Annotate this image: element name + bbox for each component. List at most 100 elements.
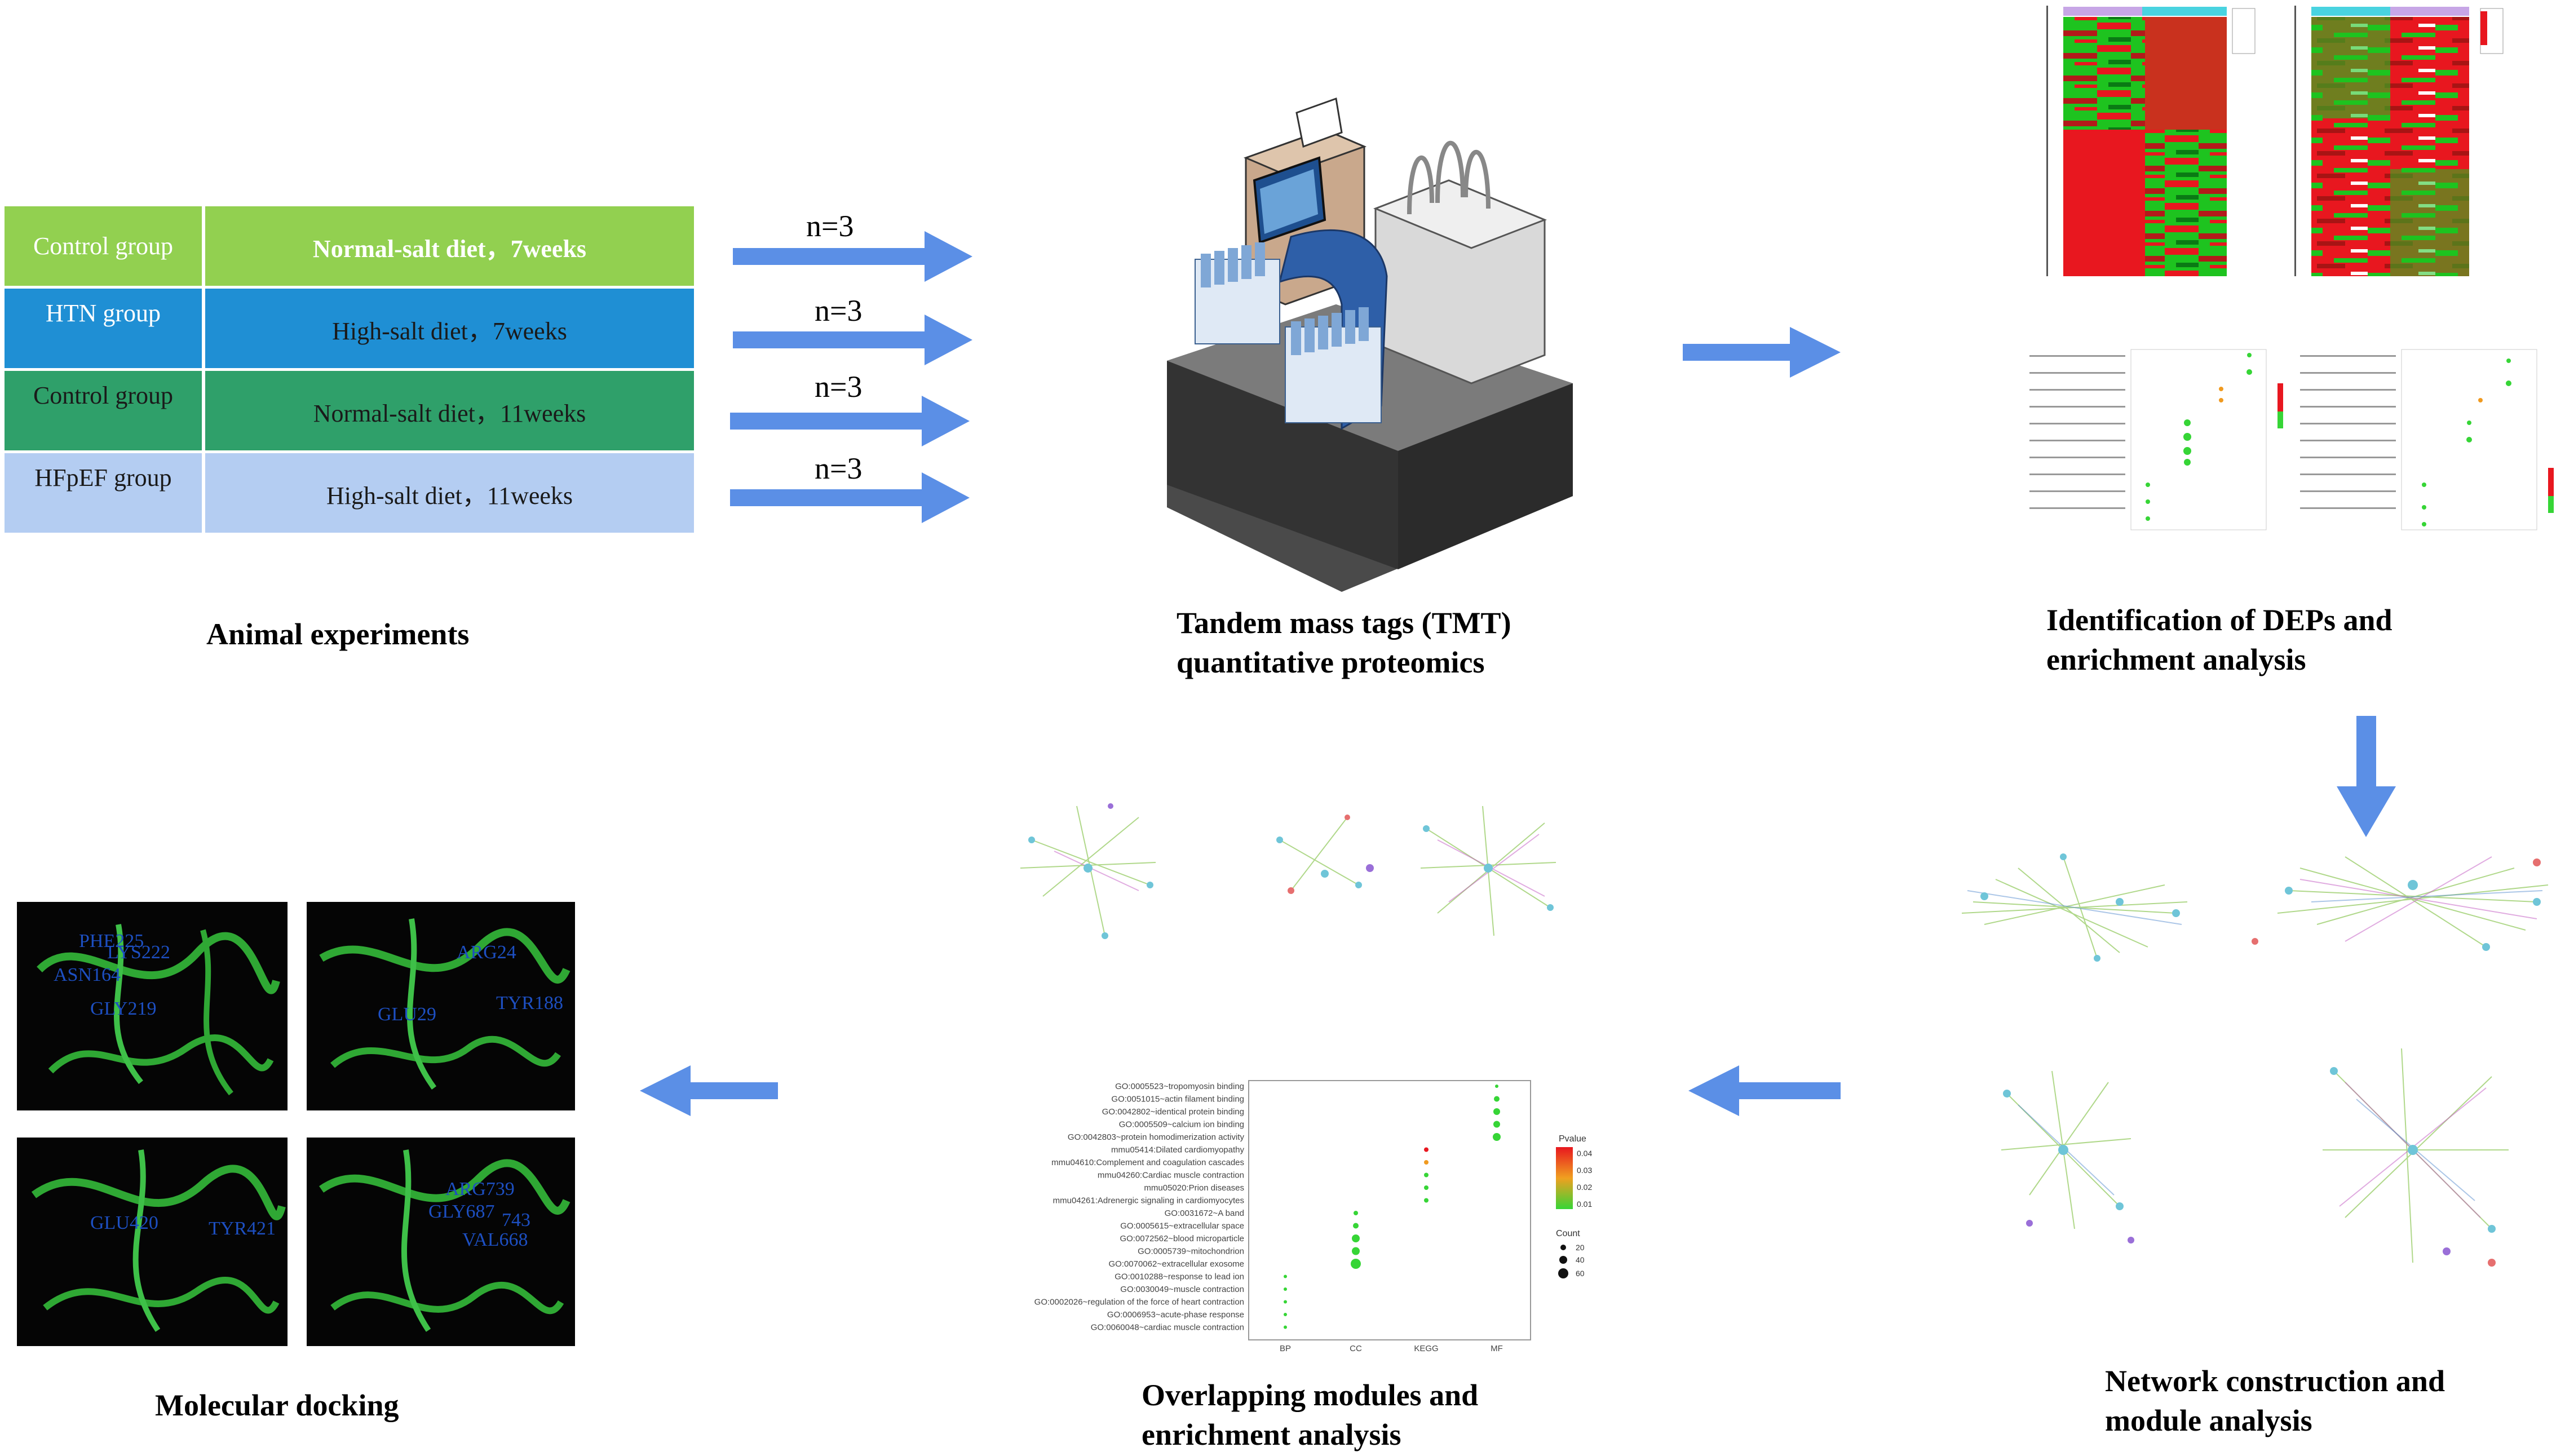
legend-count-dot (1559, 1256, 1567, 1264)
docking-panels: ASN164 GLY219 LYS222 PHE225 ARG24 TYR188… (17, 902, 575, 1346)
enrichment-term-label: GO:0002026~regulation of the force of he… (1034, 1298, 1244, 1307)
enrichment-x-tick: MF (1491, 1344, 1503, 1353)
enrichment-dot (1424, 1172, 1429, 1178)
enrichment-term-label: mmu05020:Prion diseases (1144, 1183, 1244, 1193)
enrichment-term-label: GO:0005509~calcium ion binding (1119, 1120, 1244, 1130)
enrichment-dot (1424, 1160, 1429, 1165)
enrichment-term-label: GO:0005615~extracellular space (1120, 1222, 1244, 1231)
docking-residue-label: LYS222 (107, 942, 170, 963)
enrichment-dot (1493, 1121, 1500, 1128)
legend-pvalue-tick: 0.01 (1577, 1200, 1592, 1209)
arrow-right-icon (733, 315, 972, 365)
n-label: n=3 (815, 452, 863, 485)
docking-residue-label: GLU29 (378, 1004, 436, 1025)
caption-tmt: Tandem mass tags (TMT) quantitative prot… (1177, 603, 1511, 682)
group-row: HTN group High-salt diet，7weeks (5, 289, 694, 368)
group-row: Control group Normal-salt diet，11weeks (5, 371, 694, 450)
legend-pvalue-gradient (1556, 1147, 1573, 1209)
arrow-down-icon (2337, 716, 2396, 837)
caption-deps-line1: Identification of DEPs and (2046, 603, 2392, 637)
arrow-left-icon (1688, 1065, 1841, 1116)
enrichment-term-label: GO:0006953~acute-phase response (1107, 1310, 1244, 1320)
group-condition: Normal-salt diet，7weeks (205, 206, 694, 286)
arrow-right-icon (733, 231, 972, 282)
docking-residue-label: ASN164 (54, 964, 121, 985)
enrichment-dot (1284, 1287, 1287, 1291)
docking-panel: ARG24 TYR188 GLU29 (307, 902, 575, 1110)
caption-tmt-line2: quantitative proteomics (1177, 645, 1485, 679)
caption-deps: Identification of DEPs and enrichment an… (2046, 600, 2392, 679)
arrow-right-icon (730, 472, 970, 523)
enrichment-term-label: GO:0051015~actin filament binding (1111, 1095, 1244, 1104)
caption-docking: Molecular docking (155, 1388, 399, 1422)
enrichment-term-label: GO:0070062~extracellular exosome (1108, 1259, 1244, 1269)
enrichment-dot (1353, 1223, 1359, 1229)
overlap-enrichment-plot: GO:0005523~tropomyosin bindingGO:0051015… (1034, 1080, 1592, 1353)
legend-pvalue-title: Pvalue (1559, 1134, 1586, 1144)
group-condition: High-salt diet，7weeks (332, 317, 567, 345)
enrichment-dot (1284, 1274, 1287, 1278)
caption-overlap-line1: Overlapping modules and (1142, 1378, 1479, 1412)
enrichment-dot (1351, 1259, 1361, 1269)
legend-pvalue-tick: 0.03 (1577, 1166, 1592, 1175)
group-name: Control group (33, 382, 174, 409)
docking-panel: TYR421 GLU420 (17, 1138, 288, 1346)
caption-tmt-line1: Tandem mass tags (TMT) (1177, 606, 1511, 640)
docking-residue-label: VAL668 (462, 1229, 528, 1250)
docking-residue-label: 743 (502, 1210, 530, 1231)
legend-count-title: Count (1556, 1229, 1580, 1238)
docking-residue-label: GLY219 (90, 998, 156, 1019)
enrichment-term-label: mmu05414:Dilated cardiomyopathy (1111, 1145, 1244, 1155)
enrichment-dot (1352, 1234, 1360, 1242)
group-name: HFpEF group (34, 464, 172, 492)
table-divider (202, 206, 205, 533)
enrichment-term-label: GO:0060048~cardiac muscle contraction (1091, 1323, 1244, 1333)
enrichment-term-label: GO:0042802~identical protein binding (1102, 1107, 1244, 1117)
docking-residue-label: PHE225 (79, 931, 144, 952)
enrichment-dot (1424, 1198, 1429, 1203)
legend-count-tick: 60 (1576, 1269, 1585, 1278)
legend-count-tick: 20 (1576, 1243, 1585, 1252)
enrichment-term-label: GO:0030049~muscle contraction (1120, 1285, 1244, 1294)
legend-count-dot (1560, 1245, 1566, 1250)
group-name: Control group (33, 232, 174, 260)
legend-pvalue-tick: 0.04 (1577, 1149, 1592, 1158)
n-label: n=3 (806, 209, 854, 243)
enrichment-dot (1493, 1108, 1500, 1115)
docking-residue-label: TYR188 (496, 993, 563, 1014)
docking-panel: ARG739 GLY687 VAL668 743 (307, 1138, 575, 1346)
enrichment-term-label: GO:0031672~A band (1165, 1209, 1244, 1218)
enrichment-dot (1284, 1300, 1287, 1304)
enrichment-dot (1352, 1247, 1360, 1255)
enrichment-dot (1494, 1096, 1500, 1102)
enrichment-x-tick: CC (1350, 1344, 1362, 1353)
plot-frame (1248, 1080, 1531, 1340)
deps-enrichment-dotplots (2029, 349, 2554, 530)
enrichment-x-tick: BP (1280, 1344, 1291, 1353)
group-row: HFpEF group High-salt diet，11weeks (5, 453, 694, 533)
n-label: n=3 (815, 294, 863, 328)
docking-residue-label: GLY687 (428, 1201, 494, 1222)
legend-count-dot (1558, 1268, 1568, 1278)
enrichment-dot (1284, 1313, 1287, 1316)
arrow-right-icon (730, 396, 970, 446)
group-condition: High-salt diet，11weeks (326, 481, 573, 510)
caption-animal-experiments: Animal experiments (206, 617, 470, 651)
enrichment-term-label: GO:0072562~blood microparticle (1120, 1234, 1244, 1243)
enrichment-dot (1495, 1085, 1498, 1088)
tmt-instrument-illustration (1167, 97, 1573, 592)
caption-overlap-line2: enrichment analysis (1142, 1418, 1401, 1451)
docking-residue-label: ARG739 (445, 1179, 515, 1200)
caption-network: Network construction and module analysis (2105, 1361, 2445, 1440)
enrichment-term-label: mmu04261:Adrenergic signaling in cardiom… (1053, 1196, 1244, 1206)
caption-network-line1: Network construction and (2105, 1364, 2445, 1398)
overlap-module-networks (1020, 803, 1556, 939)
deps-heatmaps (2046, 6, 2504, 276)
enrichment-term-label: GO:0042803~protein homodimerization acti… (1068, 1132, 1245, 1142)
legend-count-tick: 40 (1576, 1255, 1585, 1264)
enrichment-term-label: GO:0005739~mitochondrion (1138, 1247, 1244, 1256)
enrichment-term-label: GO:0005523~tropomyosin binding (1115, 1082, 1244, 1091)
group-condition: Normal-salt diet，11weeks (313, 399, 586, 427)
enrichment-term-label: mmu04260:Cardiac muscle contraction (1098, 1171, 1244, 1180)
docking-residue-label: TYR421 (209, 1218, 276, 1239)
